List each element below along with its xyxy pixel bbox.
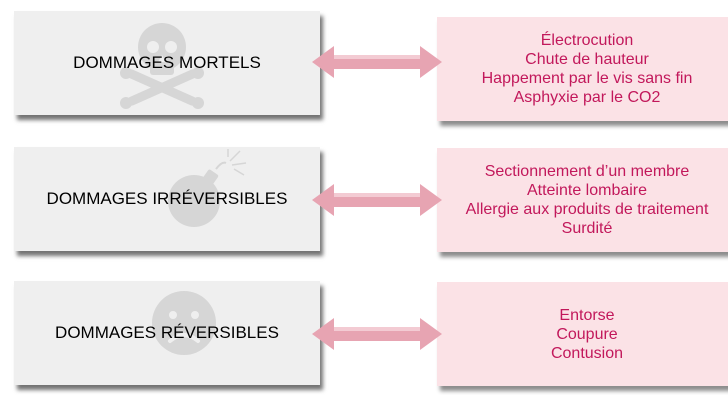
skull-crossbones-icon (120, 23, 204, 109)
row-1-left-box: DOMMAGES MORTELS (14, 11, 320, 115)
row-3-left-box: DOMMAGES RÉVERSIBLES (14, 281, 320, 385)
row-3-item: Coupure (556, 325, 618, 343)
row-3-right-box: Entorse Coupure Contusion (437, 282, 728, 386)
row-2-left-box: DOMMAGES IRRÉVERSIBLES (14, 147, 320, 251)
row-2-item: Allergie aux produits de traitement (465, 201, 709, 218)
row-1-item: Chute de hauteur (525, 51, 649, 68)
row-3-item: Entorse (559, 306, 615, 324)
sad-face-icon (152, 291, 216, 355)
row-1-item: Électrocution (540, 32, 634, 49)
row-2-item: Atteinte lombaire (526, 182, 648, 199)
row-1-right-box: Électrocution Chute de hauteur Happement… (437, 17, 728, 121)
row-1-label: DOMMAGES MORTELS (73, 53, 261, 72)
row-2-item: Sectionnement d’un membre (484, 163, 690, 180)
row-3-double-arrow (312, 318, 442, 350)
row-2-double-arrow (312, 184, 442, 216)
row-1-item: Happement par le vis sans fin (481, 70, 693, 87)
row-2-right-box: Sectionnement d’un membre Atteinte lomba… (437, 148, 728, 252)
row-1-item: Asphyxie par le CO2 (513, 89, 661, 106)
bomb-icon (168, 149, 247, 227)
row-2-label: DOMMAGES IRRÉVERSIBLES (46, 189, 288, 208)
row-2-item: Surdité (561, 220, 613, 237)
row-3-label: DOMMAGES RÉVERSIBLES (55, 323, 279, 342)
row-1-double-arrow (312, 46, 442, 78)
row-3-item: Contusion (550, 344, 624, 362)
